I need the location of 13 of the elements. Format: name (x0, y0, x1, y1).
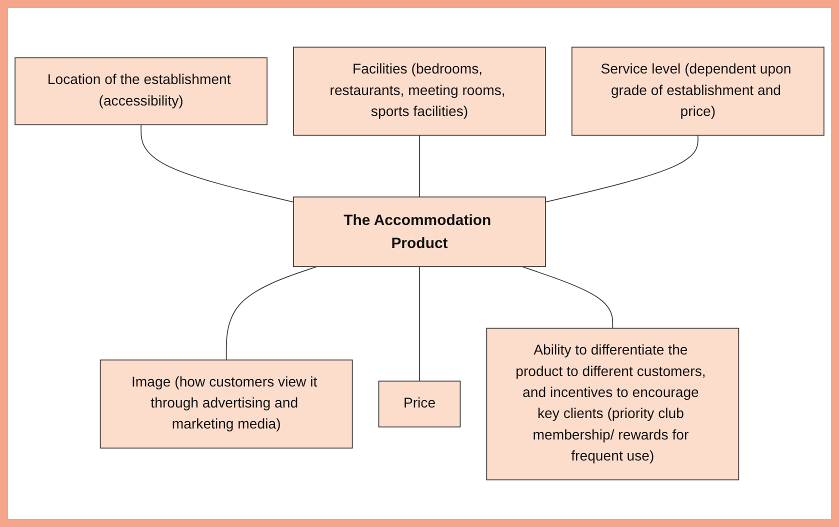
node-box: Facilities (bedrooms, restaurants, meeting rooms, sports facilities) (293, 46, 546, 136)
connector (140, 124, 294, 202)
node-box: Service level (dependent upon grade of establishment and price) (572, 46, 824, 136)
connector (521, 266, 614, 329)
node-box: The Accommodation Product (293, 196, 546, 268)
connector (226, 266, 318, 360)
node-box: Location of the establishment (accessibility) (14, 57, 268, 126)
node-box: Price (378, 380, 461, 428)
node-box: Image (how customers view it through advertising and marketing media) (100, 360, 353, 449)
node-box: Ability to differentiate the product to different customers, and incentives to encourage key clients (priority club membership/ rewards for frequent use) (486, 328, 740, 480)
connector (545, 134, 698, 202)
connector (419, 266, 420, 382)
connector (419, 134, 420, 198)
